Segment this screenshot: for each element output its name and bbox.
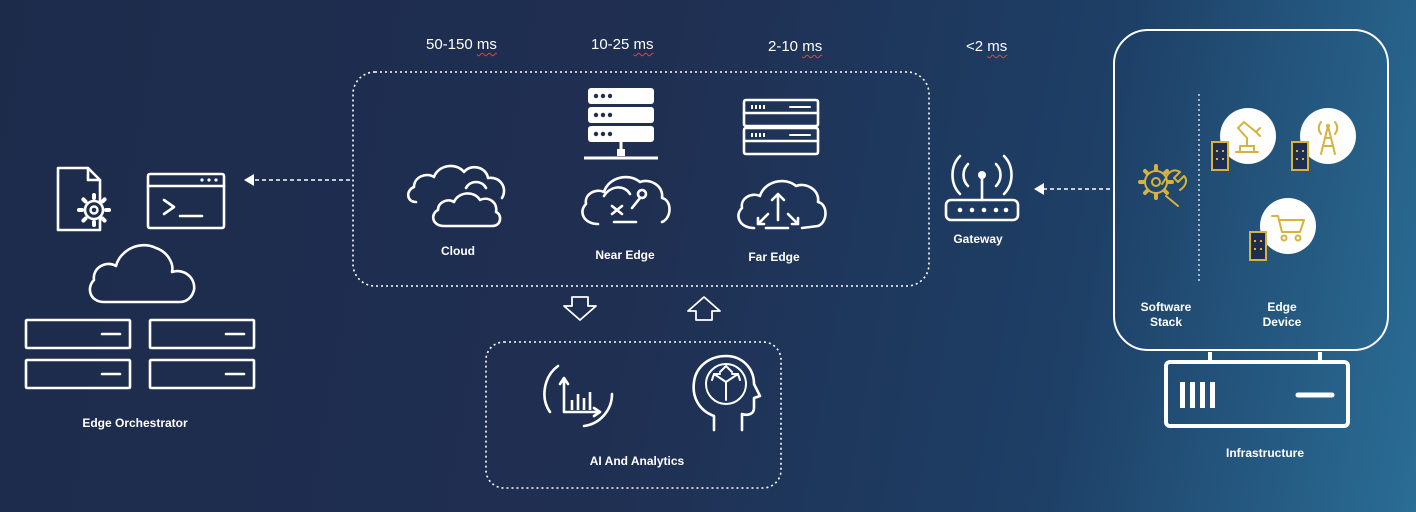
terminal-window-icon [146,172,226,230]
cloud-icon [88,243,196,304]
edge-orchestrator-label: Edge Orchestrator [82,416,188,430]
server-chassis-icon [1164,352,1350,428]
latency-gateway: <2 ms [966,38,1008,55]
latency-near-edge: 10-25 ms [591,36,654,53]
building-icon [1211,141,1229,171]
server-stack-icon [584,88,658,160]
far-edge-label: Far Edge [748,250,800,264]
server-icon [742,98,820,156]
server-rack-icon [24,318,256,390]
gear-wrench-icon [1138,164,1188,207]
head-decision-icon [692,354,762,432]
robot-arm-icon [1211,108,1276,171]
arrow-up-icon [687,296,721,321]
settings-document-icon [56,166,111,232]
building-icon [1291,141,1309,171]
edge-device-box [1113,29,1389,351]
cloud-icon [406,164,506,228]
arrow-to-orchestrator [244,174,350,186]
latency-cloud: 50-150 ms [426,36,497,53]
latency-far-edge: 2-10 ms [768,38,823,55]
ai-analytics-label: AI And Analytics [589,454,685,468]
building-icon [1249,231,1267,261]
shopping-cart-icon [1249,198,1316,261]
arrow-down-icon [563,296,597,321]
cloud-label: Cloud [441,244,475,258]
analytics-chart-icon [543,364,614,428]
infrastructure-label: Infrastructure [1225,446,1305,460]
edge-tiers-box [352,71,930,287]
cloud-network-icon [581,175,671,226]
cell-tower-icon [1291,108,1356,171]
gateway-label: Gateway [953,232,1003,246]
arrow-to-gateway [1034,183,1110,195]
cloud-expand-icon [737,179,827,230]
wifi-router-icon [944,154,1020,222]
near-edge-label: Near Edge [595,248,655,262]
